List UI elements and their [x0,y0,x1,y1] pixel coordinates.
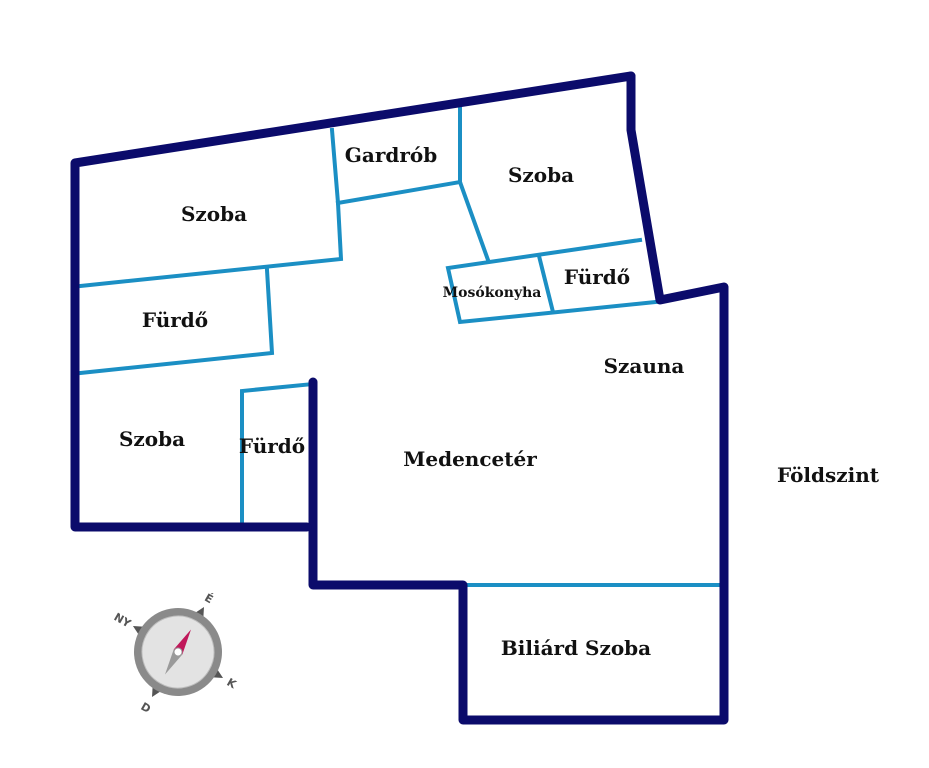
room-label-szoba-1: Szoba [181,202,247,226]
outer-wall [70,71,636,532]
room-label-szoba-3: Szoba [119,427,185,451]
inner-wall [536,253,556,315]
room-label-biliard: Biliárd Szoba [501,636,651,660]
inner-wall [458,106,491,263]
room-label-szoba-2: Szoba [508,163,574,187]
room-label-furdo-1: Fürdő [142,308,208,332]
compass-hub [173,647,183,657]
outer-walls [70,71,729,725]
room-label-furdo-2: Fürdő [564,265,630,289]
inner-walls [77,106,722,587]
room-label-szauna: Szauna [604,354,685,378]
compass-icon: É D K NY [112,591,239,716]
room-label-medencter: Medencetér [403,447,537,471]
inner-wall [240,381,316,526]
inner-wall [335,179,463,206]
inner-wall [77,127,344,289]
room-label-mosokonyha: Mosókonyha [443,285,542,301]
compass-letter-west: NY [112,611,134,631]
room-label-gardrob: Gardrób [345,143,437,167]
inner-wall [445,237,659,325]
compass-letter-east: K [224,676,238,692]
compass-letter-north: É [202,591,215,606]
compass-letter-south: D [139,700,153,716]
inner-wall [77,267,275,376]
room-label-furdo-3: Fürdő [239,434,305,458]
floor-label: Földszint [777,463,880,487]
outer-wall [308,71,729,725]
room-labels: Szoba Gardrób Szoba Fürdő Mosókonyha Für… [119,143,684,660]
